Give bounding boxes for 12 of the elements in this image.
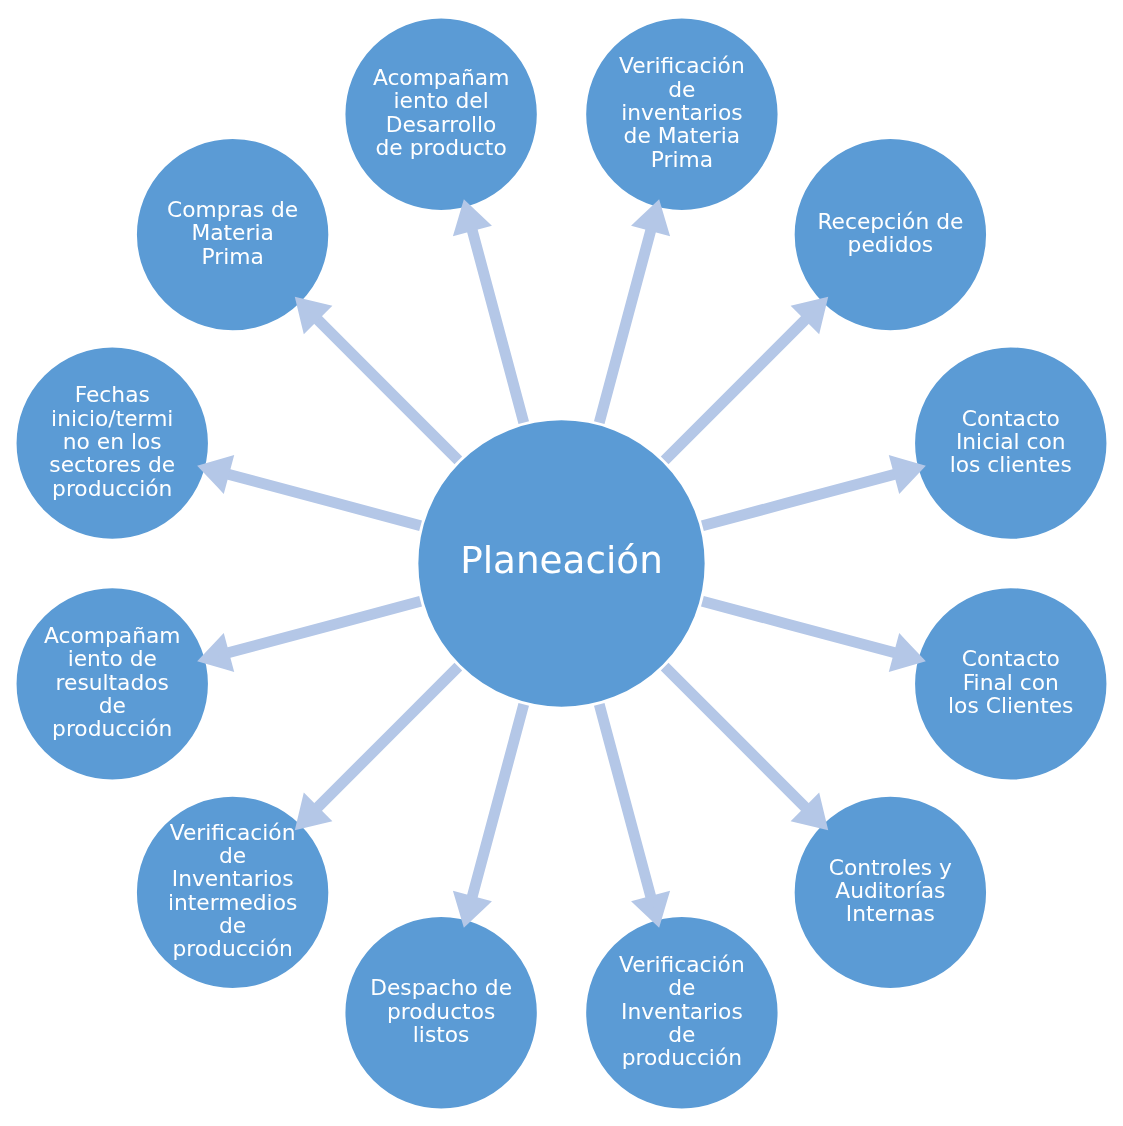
arrow bbox=[294, 296, 463, 464]
arrow bbox=[452, 198, 529, 424]
arrow bbox=[452, 702, 529, 928]
arrow bbox=[660, 662, 829, 830]
arrow bbox=[660, 296, 829, 464]
arrow bbox=[197, 454, 422, 531]
arrow bbox=[701, 454, 926, 531]
arrow bbox=[294, 662, 463, 830]
arrow bbox=[701, 595, 926, 672]
arrow bbox=[594, 198, 671, 424]
arrow bbox=[197, 595, 422, 672]
arrow bbox=[594, 702, 671, 928]
